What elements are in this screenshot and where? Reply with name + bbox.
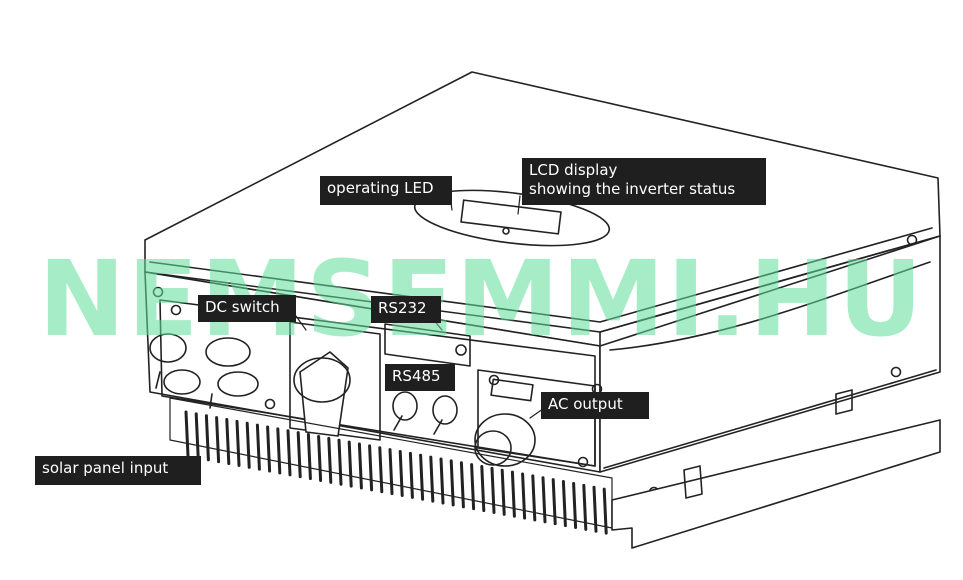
rs485-connector-right xyxy=(432,395,458,425)
bracket-tab-2 xyxy=(835,389,853,415)
heatsink-fin xyxy=(408,451,414,499)
heatsink-fin xyxy=(266,425,272,473)
label-dc-switch: DC switch xyxy=(198,295,296,322)
leader-line-lcd xyxy=(517,195,521,215)
solar-cable-1 xyxy=(155,371,161,389)
heatsink-fin xyxy=(551,478,557,526)
heatsink-fin xyxy=(286,429,292,477)
label-lcd-display-line2: showing the inverter status xyxy=(529,180,736,198)
screw-icon xyxy=(906,234,918,246)
heatsink-fin xyxy=(439,457,445,505)
heatsink-fin xyxy=(388,448,394,496)
ac-port-slot xyxy=(490,378,534,402)
screw-icon xyxy=(488,374,500,386)
heatsink-fin xyxy=(572,481,578,529)
heatsink-fin xyxy=(327,436,333,484)
heatsink-fin xyxy=(347,440,353,488)
heatsink-fin xyxy=(225,418,231,466)
rs485-cable-left xyxy=(393,415,403,431)
heatsink-fin xyxy=(276,427,282,475)
lcd-screen xyxy=(460,199,562,235)
screw-icon xyxy=(577,456,589,468)
heatsink-fin xyxy=(398,449,404,497)
heatsink-fin xyxy=(204,414,210,462)
screw-icon xyxy=(455,344,467,356)
heatsink-fins xyxy=(184,410,608,535)
label-lcd-display-line1: LCD display xyxy=(529,161,618,179)
label-lcd-display: LCD display showing the inverter status xyxy=(522,158,766,205)
heatsink-fin xyxy=(449,459,455,507)
heatsink-fin xyxy=(561,480,567,528)
heatsink-fin xyxy=(602,487,608,535)
heatsink-fin xyxy=(470,463,476,511)
label-rs232: RS232 xyxy=(371,296,441,323)
heatsink-fin xyxy=(245,421,251,469)
screw-icon xyxy=(170,304,182,316)
led-indicator-icon xyxy=(502,227,510,235)
rs232-cover xyxy=(384,323,471,367)
heatsink-fin xyxy=(317,434,323,482)
heatsink-fin xyxy=(459,461,465,509)
solar-connector-2 xyxy=(205,337,251,367)
heatsink-fin xyxy=(419,453,425,501)
heatsink-fin xyxy=(215,416,221,464)
leader-line-dc-switch xyxy=(295,315,307,331)
screw-icon xyxy=(152,286,164,298)
side-face-bottom-edge xyxy=(603,369,937,469)
heatsink-fin xyxy=(480,465,486,513)
side-face-curve xyxy=(609,261,931,351)
heatsink-fin xyxy=(368,444,374,492)
heatsink-fin xyxy=(510,470,516,518)
heatsink-fin xyxy=(357,442,363,490)
heatsink-fin xyxy=(296,431,302,479)
dc-switch-panel xyxy=(289,321,381,441)
ac-cable-gland xyxy=(474,413,536,467)
dc-switch-base xyxy=(293,357,351,403)
heatsink-fin xyxy=(490,466,496,514)
ac-output-box xyxy=(477,369,596,467)
heatsink-fin xyxy=(521,472,527,520)
solar-connector-4 xyxy=(217,371,259,397)
solar-connector-1 xyxy=(149,333,187,363)
label-solar-panel-input: solar panel input xyxy=(35,456,201,485)
rs485-connector-left xyxy=(392,391,418,421)
bracket-tab-1 xyxy=(683,465,703,499)
mounting-bracket xyxy=(611,419,941,549)
heatsink-fin xyxy=(337,438,343,486)
label-ac-output: AC output xyxy=(541,392,649,419)
label-rs485: RS485 xyxy=(385,364,455,391)
rs485-cable-right xyxy=(433,419,443,435)
screw-icon xyxy=(890,366,902,378)
heatsink-fin xyxy=(255,423,261,471)
lid-inner-edge xyxy=(149,227,933,323)
heatsink-fin xyxy=(531,474,537,522)
ac-cable-gland-inner xyxy=(474,430,512,466)
heatsink-fin xyxy=(429,455,435,503)
heatsink-fin xyxy=(194,412,200,460)
lid-right-edge xyxy=(599,235,941,333)
heatsink-fin xyxy=(500,468,506,516)
heatsink-fin xyxy=(184,410,190,458)
inverter-side-face xyxy=(599,235,941,473)
solar-connector-3 xyxy=(163,369,201,395)
heatsink-fin xyxy=(378,446,384,494)
screw-icon xyxy=(264,398,276,410)
label-operating-led: operating LED xyxy=(320,176,452,205)
heatsink-fin xyxy=(235,419,241,467)
heatsink-fin xyxy=(592,485,598,533)
heatsink-fin xyxy=(582,483,588,531)
heatsink-fin xyxy=(541,476,547,524)
heatsink-fin xyxy=(306,433,312,481)
